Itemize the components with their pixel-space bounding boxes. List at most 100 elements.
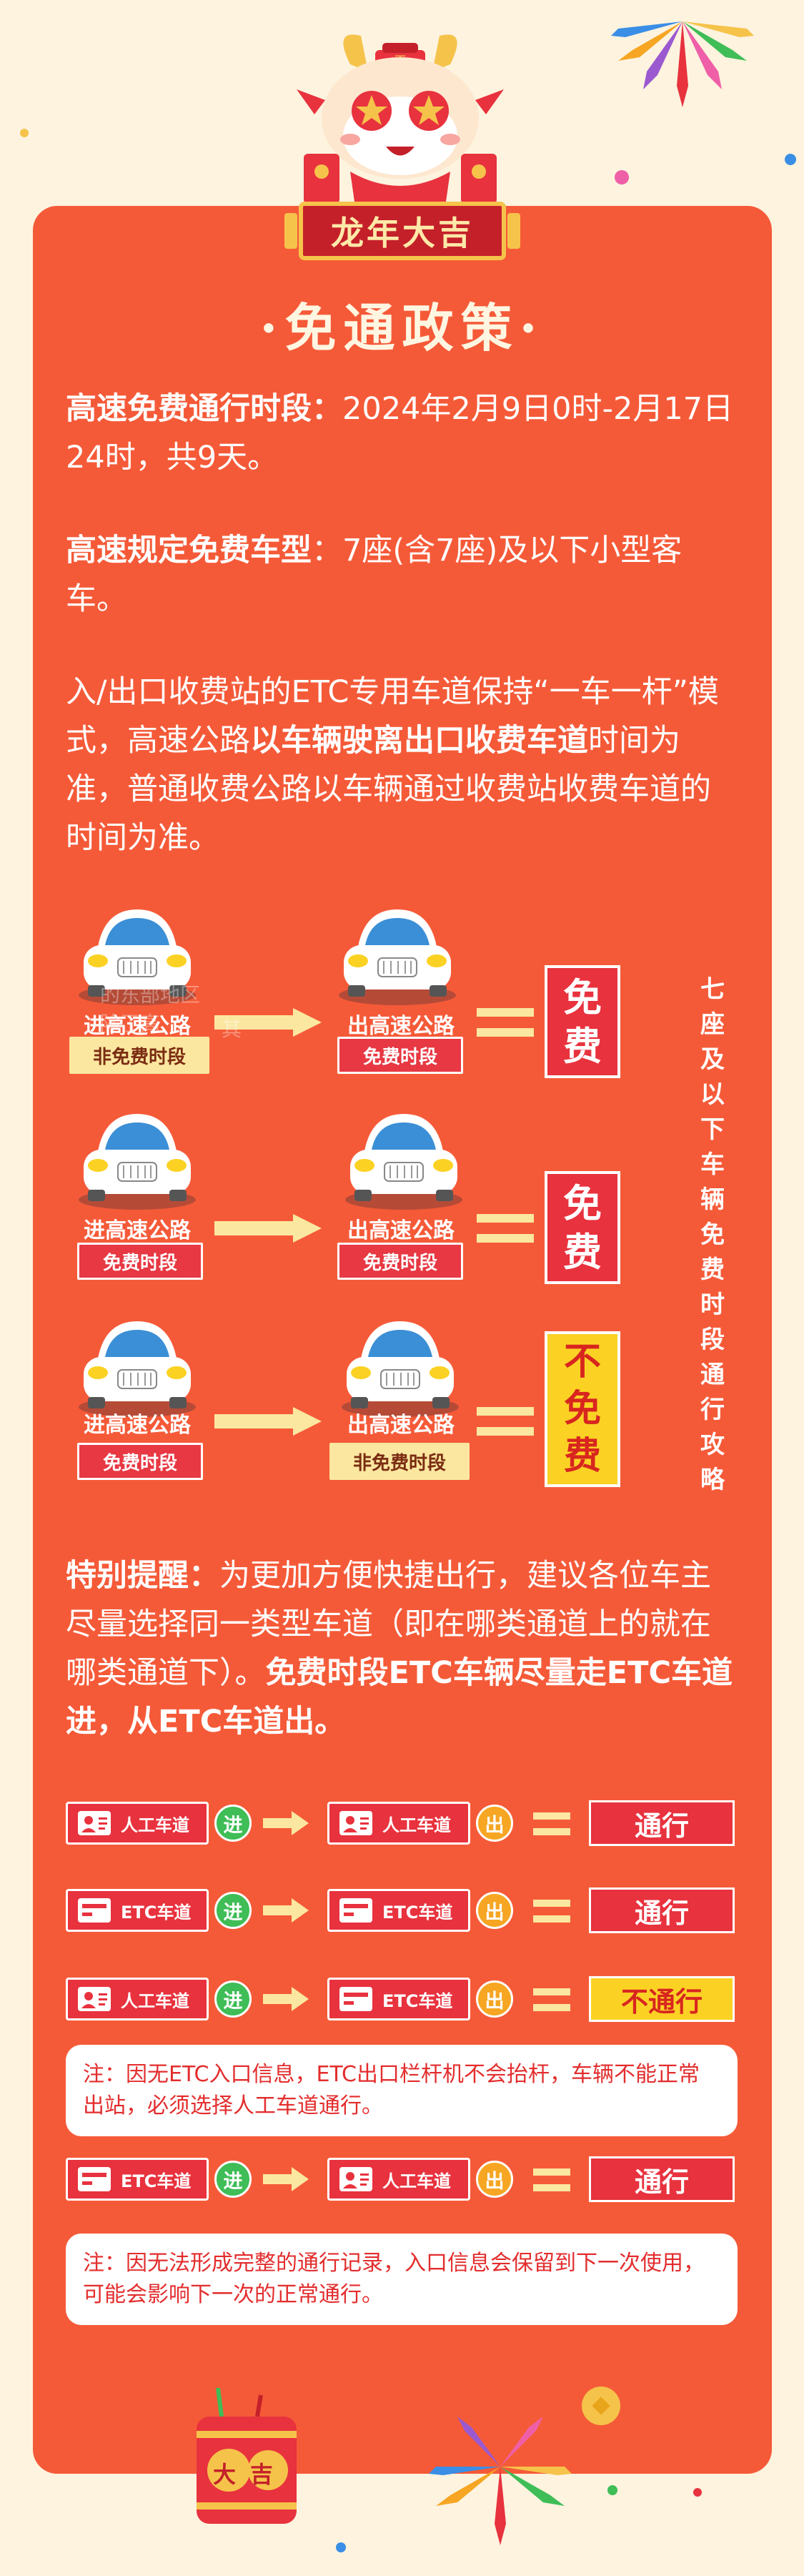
reminder-label: 特别提醒：: [66, 1558, 219, 1594]
exit-lane-label: ETC车道: [382, 1902, 453, 1923]
car-icon: [78, 1113, 197, 1210]
entry-lane-label: ETC车道: [121, 1902, 192, 1923]
free-period-label: 高速免费通行时段：: [66, 391, 342, 427]
equals-icon: [533, 1988, 570, 2011]
gold-coin-icon: [582, 2387, 620, 2425]
free-period-paragraph: 高速免费通行时段：2024年2月9日0时-2月17日24时，共9天。: [66, 385, 741, 482]
decor-dot: [785, 154, 796, 165]
exit-badge: 出: [476, 1892, 513, 1929]
free-period-tag: 免费时段: [77, 1443, 203, 1480]
entry-lane-label: ETC车道: [121, 2171, 192, 2191]
etc-card-icon: [339, 1987, 372, 2011]
decor-dot: [615, 170, 629, 184]
exit-lane-label: ETC车道: [382, 1990, 453, 2011]
manual-lane-icon: [78, 1987, 111, 2011]
etc-rule-highlight: 以车辆驶离出口收费车道: [250, 723, 588, 759]
result-free-box: 免 费: [545, 965, 620, 1078]
arrow-right-icon: [263, 1987, 309, 2011]
dragon-mascot: 王: [297, 34, 504, 222]
exit-badge: 出: [476, 1805, 513, 1842]
car-icon: [338, 909, 457, 1006]
ghost-text: 其: [222, 1017, 242, 1041]
arrow-right-icon: [263, 2167, 309, 2191]
equals-icon: [533, 1812, 570, 1835]
lantern-daji-icon: [197, 2388, 297, 2524]
manual-lane-icon: [339, 2167, 372, 2191]
free-period-text: 2024年2月9日0时-2月17日24时，共9天。: [66, 391, 734, 475]
car-icon: [344, 1113, 463, 1210]
vehicle-type-paragraph: 高速规定免费车型：7座(含7座)及以下小型客车。: [66, 526, 741, 623]
pass-result: 通行: [589, 2156, 735, 2202]
equals-icon: [533, 1900, 570, 1923]
firework-top-right: [611, 21, 754, 107]
special-reminder-paragraph: 特别提醒：为更加方便快捷出行，建议各位车主尽量选择同一类型车道（即在哪类通道上的…: [66, 1551, 741, 1746]
result-not-free-box: 不 免 费: [545, 1331, 620, 1487]
result-char: 费: [563, 1023, 602, 1069]
exit-highway-label: 出高速公路: [347, 1218, 455, 1243]
result-char: 费: [563, 1229, 602, 1275]
etc-rule-part2: 时间为准，普通收费公路以车辆通过收费站收费车道的时间为准。: [66, 723, 711, 856]
entry-lane-box: ETC车道: [66, 1889, 209, 1932]
entry-highway-label: 进高速公路: [84, 1218, 191, 1243]
car-icon: [341, 1321, 460, 1418]
lantern-text: 大吉: [212, 2461, 287, 2488]
pass-result: 通行: [589, 1887, 735, 1933]
exit-lane-box: 人工车道: [327, 2158, 470, 2201]
free-period-tag: 免费时段: [337, 1037, 463, 1074]
decor-dot: [693, 2488, 702, 2497]
free-period-tag: 免费时段: [337, 1243, 463, 1280]
ghost-text: 的东部地区: [100, 983, 201, 1007]
banner-text: 龙年大吉: [331, 214, 474, 252]
entry-lane-box: 人工车道: [66, 1978, 209, 2020]
enter-badge: 进: [214, 1892, 252, 1929]
entry-highway-label: 进高速公路: [84, 1413, 191, 1438]
exit-lane-box: ETC车道: [327, 1889, 470, 1932]
entry-lane-label: 人工车道: [121, 1815, 189, 1835]
etc-rule-part1: 入/出口收费站的ETC专用车道保持“一车一杆”模式，高速公路: [66, 674, 719, 759]
result-free-box: 免 费: [545, 1171, 620, 1284]
result-char: 免: [563, 1180, 602, 1226]
pass-result: 通行: [589, 1800, 735, 1846]
banner-longnian-daji: 龙年大吉: [284, 202, 520, 260]
exit-badge: 出: [476, 2161, 513, 2198]
entry-highway-label: 进高速公路: [84, 1014, 191, 1039]
etc-rule-paragraph: 入/出口收费站的ETC专用车道保持“一车一杆”模式，高速公路以车辆驶离出口收费车…: [66, 668, 741, 862]
ghost-text: 除了高: [100, 1012, 161, 1035]
equals-icon: [477, 1008, 534, 1037]
reminder-text: 为更加方便快捷出行，建议各位车主尽量选择同一类型车道（即在哪类通道上的就在哪类通…: [66, 1558, 711, 1691]
exit-highway-label: 出高速公路: [347, 1413, 455, 1438]
entry-lane-box: 人工车道: [66, 1802, 209, 1845]
result-char: 免: [563, 974, 602, 1020]
etc-card-icon: [78, 2167, 111, 2191]
etc-card-icon: [339, 1898, 372, 1923]
vehicle-type-text: ：7座(含7座)及以下小型客车。: [66, 533, 683, 617]
exit-badge: 出: [476, 1980, 513, 2018]
equals-icon: [477, 1407, 534, 1436]
decor-dot: [336, 2542, 346, 2552]
exit-lane-label: 人工车道: [382, 1815, 451, 1835]
entry-lane-label: 人工车道: [121, 1990, 189, 2011]
no-pass-result: 不通行: [589, 1976, 735, 2022]
non-free-period-tag: 非免费时段: [329, 1443, 470, 1480]
reminder-bold-text: 免费时段ETC车辆尽量走ETC车道进，从ETC车道出。: [66, 1655, 733, 1739]
firework-bottom: [429, 2417, 572, 2545]
decor-dot: [607, 2485, 617, 2495]
enter-badge: 进: [214, 1805, 252, 1842]
result-char: 不: [563, 1340, 601, 1383]
arrow-right-icon: [214, 1407, 322, 1436]
exit-lane-box: 人工车道: [327, 1802, 470, 1845]
free-period-tag: 免费时段: [77, 1243, 203, 1280]
arrow-right-icon: [263, 1811, 309, 1835]
enter-badge: 进: [214, 2161, 252, 2198]
exit-lane-box: ETC车道: [327, 1978, 470, 2020]
equals-icon: [533, 2168, 570, 2191]
decor-dot: [20, 129, 29, 137]
result-char: 免: [563, 1387, 601, 1431]
enter-badge: 进: [214, 1980, 252, 2018]
entry-lane-box: ETC车道: [66, 2158, 209, 2201]
vehicle-type-label: 高速规定免费车型: [66, 533, 312, 568]
vertical-side-note: 七座及以下车辆免费时段通行攻略: [700, 975, 725, 1494]
manual-lane-icon: [339, 1811, 372, 1835]
note-box: 注：因无ETC入口信息，ETC出口栏杆机不会抬杆，车辆不能正常出站，必须选择人工…: [66, 2045, 738, 2136]
section-title: ·免通政策·: [259, 297, 545, 358]
